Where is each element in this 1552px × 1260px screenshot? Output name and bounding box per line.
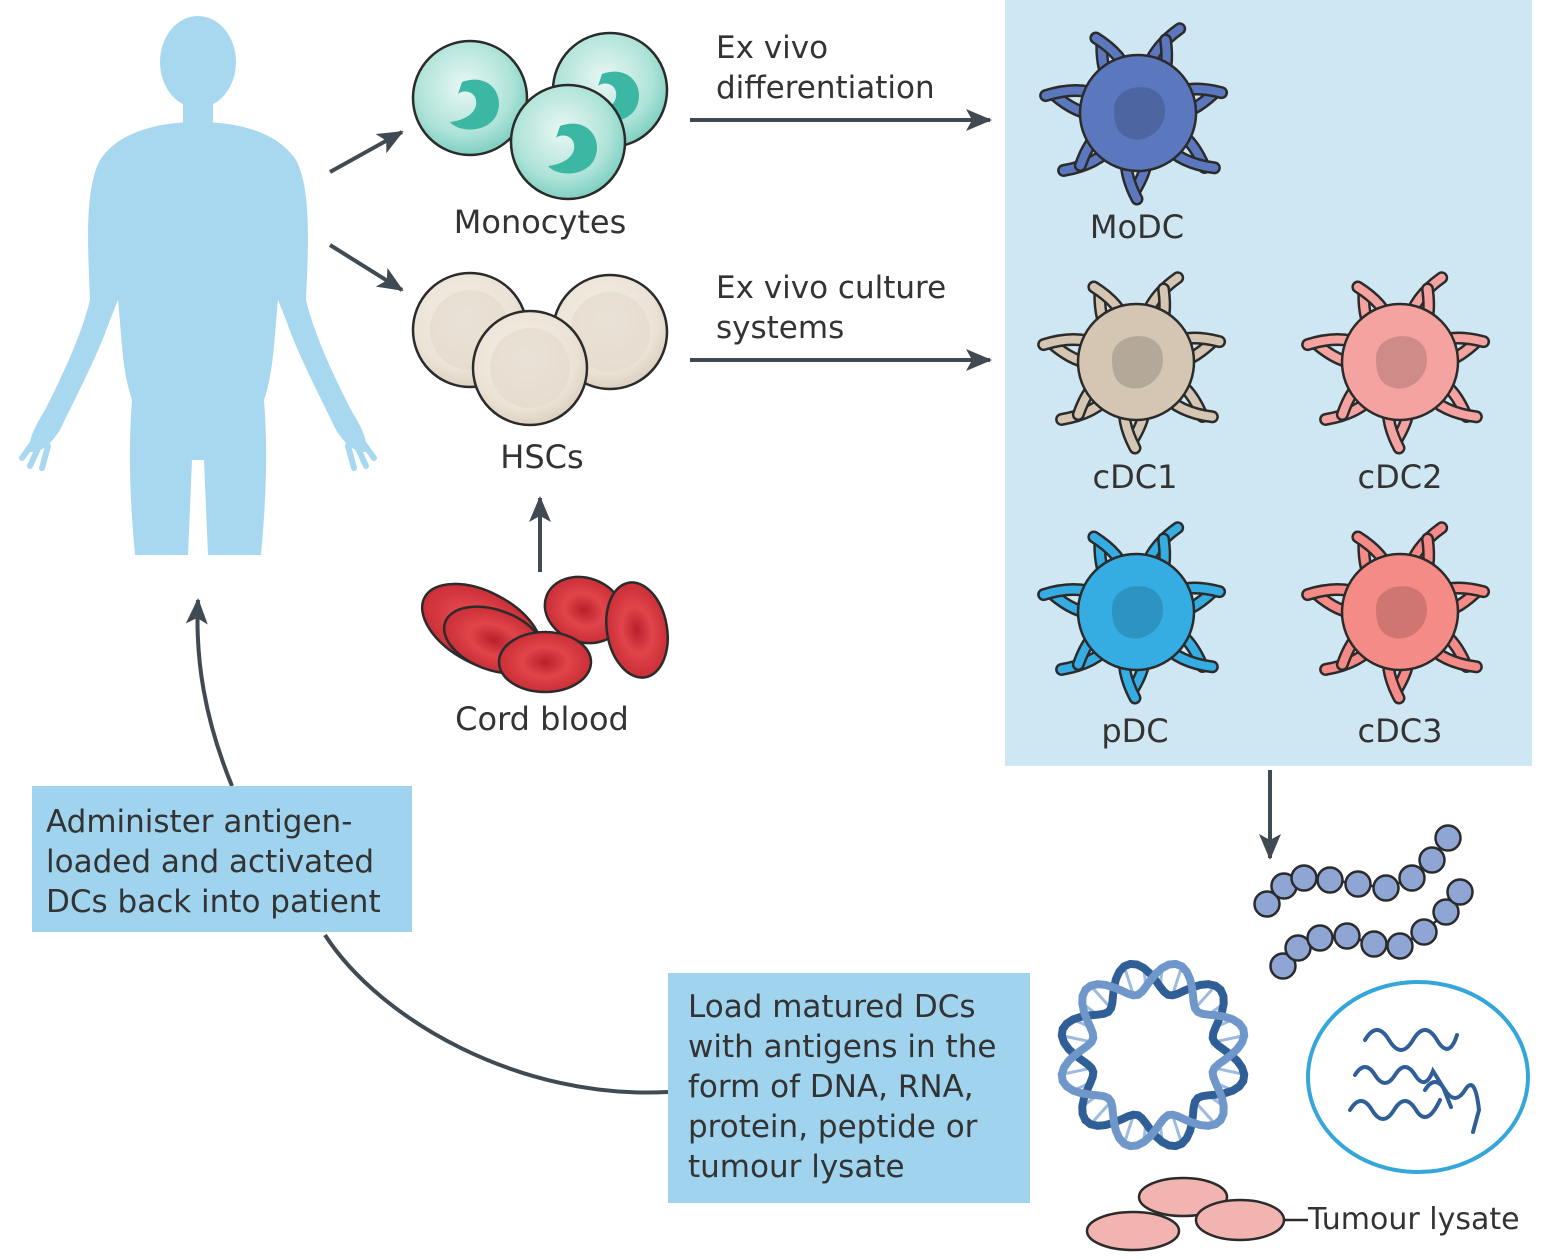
peptide-bead <box>1372 874 1400 902</box>
hscs-label: HSCs <box>500 438 584 476</box>
cdc3-label: cDC3 <box>1357 712 1443 750</box>
peptide-bead <box>1253 890 1281 918</box>
dna-ring-icon <box>1057 959 1249 1151</box>
differentiation-step-label: Ex vivo differentiation <box>716 28 935 108</box>
rna-icon <box>1306 980 1530 1174</box>
peptide-bead <box>1410 918 1438 946</box>
load-line-5: tumour lysate <box>688 1149 905 1185</box>
differentiation-line-1: Ex vivo <box>716 30 829 66</box>
arrow-administer-to-body <box>185 598 234 787</box>
peptide-bead <box>1269 952 1297 980</box>
peptide-bead <box>1344 870 1372 898</box>
peptide-bead <box>1290 864 1318 892</box>
load-line-2: with antigens in the <box>688 1029 997 1065</box>
peptide-bead <box>1386 932 1414 960</box>
human-body-icon <box>19 16 377 555</box>
cdc2-label: cDC2 <box>1357 458 1443 496</box>
peptide-bead <box>1306 924 1334 952</box>
load-line-1: Load matured DCs <box>688 989 976 1025</box>
peptide-bead <box>1333 922 1361 950</box>
culture-line-1: Ex vivo culture <box>716 270 947 306</box>
differentiation-line-2: differentiation <box>716 70 935 106</box>
administer-line-3: DCs back into patient <box>46 884 381 920</box>
load-line-4: protein, peptide or <box>688 1109 978 1145</box>
pdc-cell-icon <box>1037 521 1227 705</box>
tumour-lysate-icon <box>1085 1176 1286 1252</box>
administer-line-2: loaded and activated <box>46 844 375 880</box>
cdc1-label: cDC1 <box>1092 458 1178 496</box>
culture-line-2: systems <box>716 310 845 346</box>
modc-cell-icon <box>1039 22 1229 206</box>
load-antigens-box: Load matured DCs with antigens in the fo… <box>668 973 1030 1203</box>
peptide-bead <box>1360 930 1388 958</box>
peptide-bead <box>1432 898 1460 926</box>
administer-box: Administer antigen- loaded and activated… <box>32 786 412 932</box>
peptide-bead <box>1446 878 1474 906</box>
cord-blood-icon <box>420 575 669 694</box>
administer-line-1: Administer antigen- <box>46 804 353 840</box>
peptide-bead <box>1316 866 1344 894</box>
arrow-load-to-administer <box>323 933 669 1095</box>
cord-blood-label: Cord blood <box>455 700 629 738</box>
monocytes-icon <box>411 31 669 201</box>
pdc-label: pDC <box>1101 712 1169 750</box>
hscs-icon <box>411 271 669 427</box>
peptide-bead <box>1434 824 1462 852</box>
peptide-bead <box>1418 846 1446 874</box>
peptide-bead <box>1398 864 1426 892</box>
load-line-3: form of DNA, RNA, <box>688 1069 974 1105</box>
modc-label: MoDC <box>1089 208 1185 246</box>
peptide-chains-icon <box>1253 824 1474 980</box>
arrow-body-to-monocytes <box>329 130 404 174</box>
arrow-body-to-hscs <box>328 243 404 292</box>
monocytes-label: Monocytes <box>453 203 627 241</box>
culture-step-label: Ex vivo culture systems <box>716 268 946 348</box>
cdc1-cell-icon <box>1037 271 1227 455</box>
tumour-lysate-label: Tumour lysate <box>1308 1202 1520 1237</box>
cdc3-cell-icon <box>1301 521 1491 705</box>
dendritic-cells <box>1037 22 1491 705</box>
peptide-bead <box>1284 934 1312 962</box>
cdc2-cell-icon <box>1301 271 1491 455</box>
